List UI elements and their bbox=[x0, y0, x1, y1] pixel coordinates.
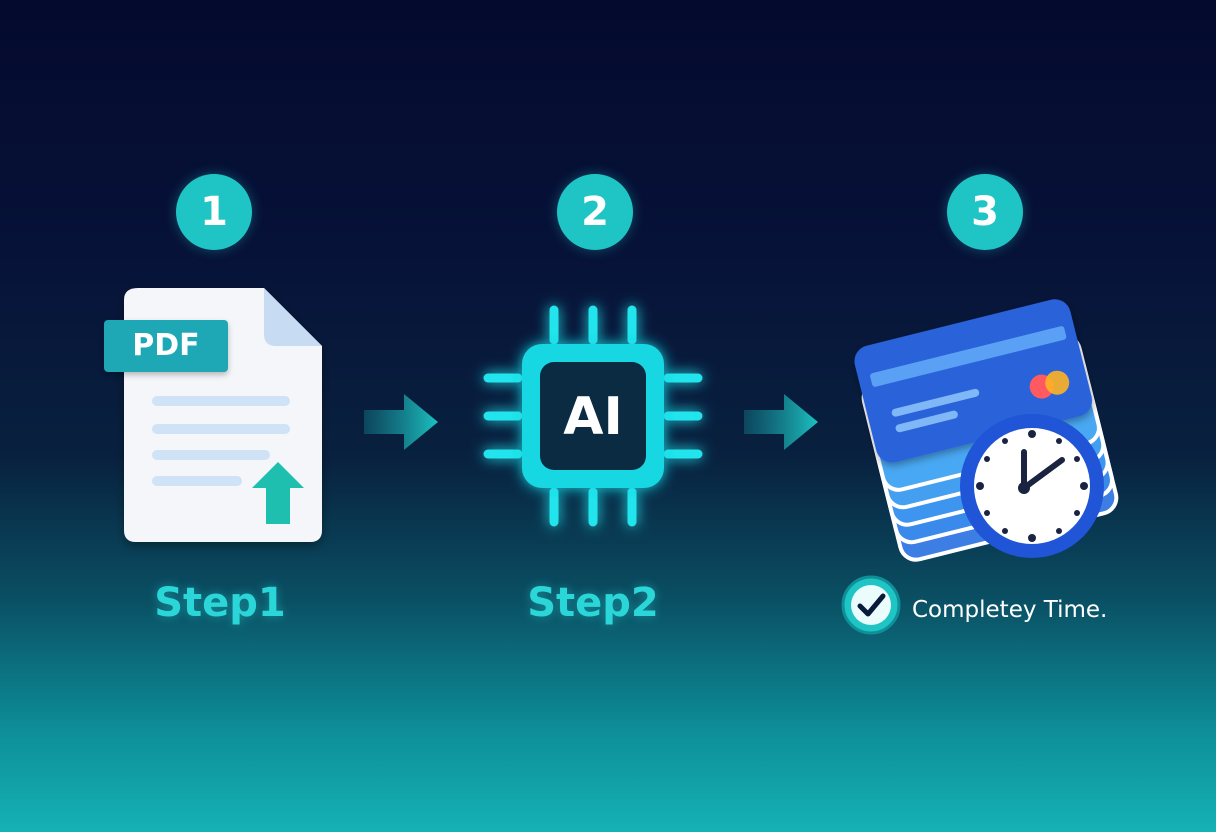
clock-icon bbox=[960, 414, 1104, 558]
pdf-tag: PDF bbox=[104, 320, 228, 372]
stacked-cards-clock-icon bbox=[854, 299, 1119, 562]
step-3-badge: 3 bbox=[947, 174, 1023, 250]
step-1-label: Step1 bbox=[154, 580, 286, 626]
arrow-right-icon bbox=[364, 394, 438, 450]
ai-chip-icon bbox=[483, 305, 703, 527]
step-2-label: Step2 bbox=[527, 580, 659, 626]
arrow-right-icon bbox=[744, 394, 818, 450]
completion-text: Completey Time. bbox=[912, 597, 1108, 623]
ai-chip-label: AI bbox=[563, 387, 623, 447]
step-2-badge: 2 bbox=[557, 174, 633, 250]
step-1-badge: 1 bbox=[176, 174, 252, 250]
check-circle-icon bbox=[841, 575, 901, 635]
